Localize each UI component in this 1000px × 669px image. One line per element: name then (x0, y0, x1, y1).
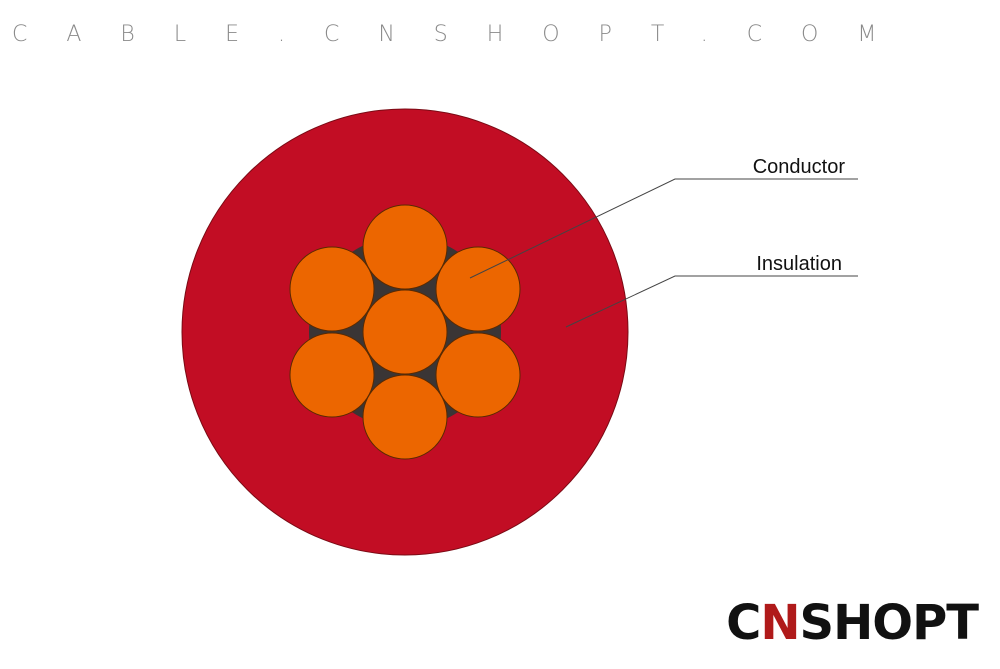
conductor-strand (289, 332, 375, 418)
conductor-strand (362, 204, 448, 290)
conductor-strand (435, 246, 521, 332)
conductor-strands (289, 204, 521, 460)
site-url-header: CABLE.CNSHOPT.COM (12, 22, 916, 47)
logo-text-n: N (760, 595, 800, 651)
conductor-strand (289, 246, 375, 332)
insulation-label: Insulation (756, 253, 842, 275)
cnshopt-logo: CNSHOPT (726, 599, 979, 647)
conductor-strand (362, 289, 448, 375)
insulation-leader-line (565, 275, 858, 328)
logo-text-shopt: SHOPT (799, 595, 979, 651)
conductor-leader-line (469, 178, 858, 279)
conductor-label: Conductor (752, 156, 845, 178)
conductor-strand (435, 332, 521, 418)
conductor-strand (362, 374, 448, 460)
logo-text-c: C (726, 595, 761, 651)
